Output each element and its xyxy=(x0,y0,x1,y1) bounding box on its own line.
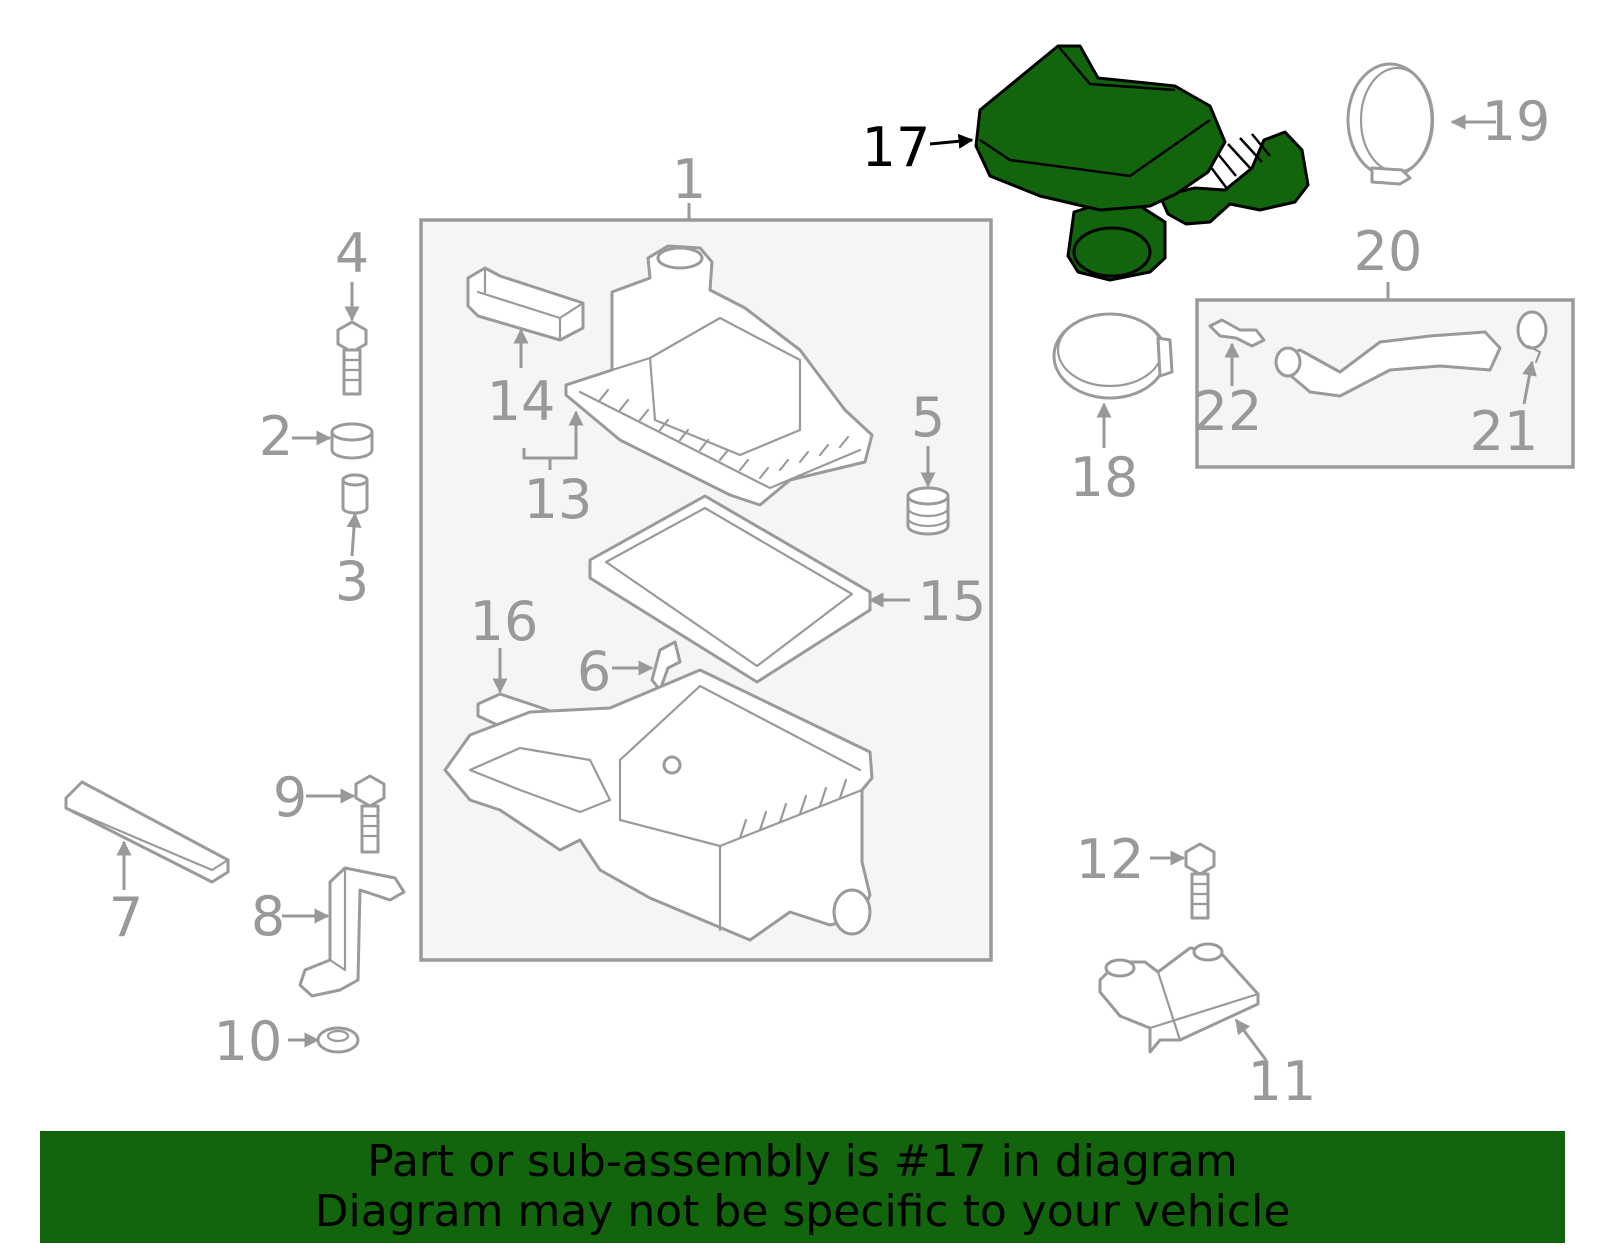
leader-3 xyxy=(346,512,362,557)
part-5-insulator[interactable] xyxy=(906,486,950,536)
air-cleaner-lower-housing[interactable] xyxy=(443,668,874,942)
callout-21: 21 xyxy=(1470,400,1539,463)
callout-6: 6 xyxy=(577,640,611,703)
leader-21 xyxy=(1522,360,1537,405)
callout-7: 7 xyxy=(109,886,143,949)
part-4-bolt[interactable] xyxy=(336,320,368,396)
part-6-clip[interactable] xyxy=(650,640,682,692)
callout-8: 8 xyxy=(251,885,285,948)
callout-3: 3 xyxy=(335,550,369,613)
banner-line-1: Part or sub-assembly is #17 in diagram xyxy=(367,1136,1238,1187)
callout-19: 19 xyxy=(1482,90,1551,153)
callout-16: 16 xyxy=(470,590,539,653)
part-13-air-cleaner-cover[interactable] xyxy=(564,244,874,507)
part-8-bracket[interactable] xyxy=(298,866,406,998)
part-21-clamp[interactable] xyxy=(1516,310,1548,364)
callout-10: 10 xyxy=(214,1010,283,1073)
leader-11 xyxy=(1234,1018,1268,1061)
callout-20: 20 xyxy=(1354,220,1423,283)
part-17-air-intake-duct-highlighted[interactable] xyxy=(974,44,1310,282)
part-3-sleeve[interactable] xyxy=(341,473,369,515)
part-2-grommet[interactable] xyxy=(330,422,374,460)
callout-18: 18 xyxy=(1070,446,1139,509)
part-19-hose-clamp[interactable] xyxy=(1346,62,1435,186)
callout-5: 5 xyxy=(911,386,945,449)
part-12-bolt[interactable] xyxy=(1184,842,1216,920)
callout-2: 2 xyxy=(259,405,293,468)
callout-22: 22 xyxy=(1194,380,1263,443)
banner-line-2: Diagram may not be specific to your vehi… xyxy=(314,1186,1291,1237)
part-10-grommet[interactable] xyxy=(316,1026,360,1054)
info-banner: Part or sub-assembly is #17 in diagram D… xyxy=(40,1131,1565,1243)
part-9-bolt[interactable] xyxy=(354,774,386,854)
callout-4: 4 xyxy=(335,222,369,285)
callout-11: 11 xyxy=(1248,1050,1317,1113)
callout-1: 1 xyxy=(672,148,706,211)
callout-13: 13 xyxy=(524,468,593,531)
part-14-maf-sensor[interactable] xyxy=(466,266,585,342)
part-18-hose-clamp[interactable] xyxy=(1052,312,1174,400)
callout-17: 17 xyxy=(862,116,931,179)
hose-kit-box xyxy=(1195,298,1575,469)
callout-12: 12 xyxy=(1076,828,1145,891)
part-11-support-bracket[interactable] xyxy=(1098,942,1260,1054)
callout-14: 14 xyxy=(487,370,556,433)
callout-9: 9 xyxy=(273,766,307,829)
part-15-air-filter[interactable] xyxy=(588,494,872,684)
callout-15: 15 xyxy=(918,570,987,633)
leader-17 xyxy=(929,133,974,149)
part-7-pad[interactable] xyxy=(64,780,230,884)
part-20-hose[interactable] xyxy=(1274,330,1502,398)
part-22-clip[interactable] xyxy=(1208,318,1266,348)
